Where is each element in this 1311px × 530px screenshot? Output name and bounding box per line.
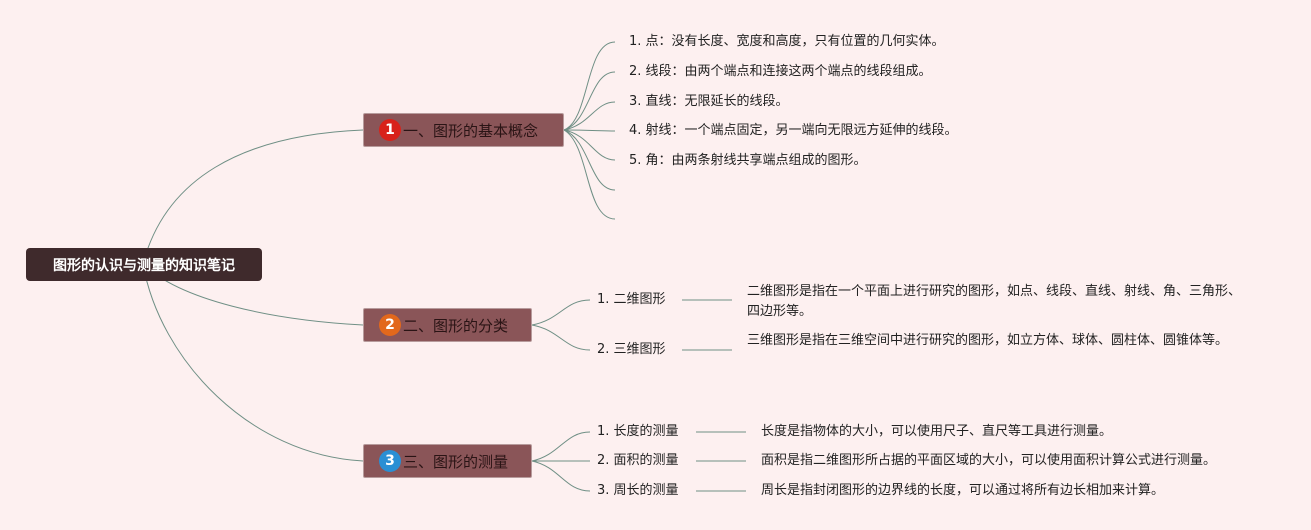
connector-b1-item-5	[563, 129, 616, 161]
detail-length-measurement[interactable]: 长度是指物体的大小，可以使用尺子、直尺等工具进行测量。	[761, 424, 1113, 439]
leaf-perimeter-measurement[interactable]: 3. 周长的测量	[597, 483, 679, 498]
leaf-ray[interactable]: 4. 射线：一个端点固定，另一端向无限远方延伸的线段。	[629, 123, 958, 138]
leaf-area-measurement[interactable]: 2. 面积的测量	[597, 453, 679, 468]
leaf-line[interactable]: 3. 直线：无限延长的线段。	[629, 94, 789, 109]
connector-b1-item-3	[563, 101, 616, 131]
branch-basic-concepts[interactable]: 1 一、图形的基本概念	[363, 113, 564, 147]
connector-b1-item-2	[563, 71, 616, 131]
leaf-segment[interactable]: 2. 线段：由两个端点和连接这两个端点的线段组成。	[629, 64, 932, 79]
branch-label: 二、图形的分类	[403, 316, 509, 335]
detail-3d-shapes[interactable]: 三维图形是指在三维空间中进行研究的图形，如立方体、球体、圆柱体、圆锥体等。	[747, 333, 1229, 348]
branch-label: 三、图形的测量	[403, 452, 509, 471]
branch-label: 一、图形的基本概念	[403, 121, 539, 140]
connector-b1-item-4	[563, 129, 616, 132]
connector-b3-item-3	[531, 460, 591, 492]
connector-b2-item-1	[531, 299, 591, 326]
number-badge-3: 3	[379, 450, 401, 472]
detail-perimeter-measurement[interactable]: 周长是指封闭图形的边界线的长度，可以通过将所有边长相加来计算。	[761, 483, 1165, 498]
connector-root-branch-1	[142, 129, 364, 265]
connector-b1-item-7	[563, 129, 616, 220]
connector-b1-item-1	[563, 41, 616, 131]
leaf-2d-shapes[interactable]: 1. 二维图形	[597, 292, 666, 307]
branch-classification[interactable]: 2 二、图形的分类	[363, 308, 532, 342]
detail-2d-shapes[interactable]: 二维图形是指在一个平面上进行研究的图形，如点、线段、直线、射线、角、三角形、四边…	[747, 284, 1242, 319]
leaf-point[interactable]: 1. 点：没有长度、宽度和高度，只有位置的几何实体。	[629, 34, 945, 49]
connector-root-branch-3	[142, 263, 364, 462]
number-badge-2: 2	[379, 314, 401, 336]
connector-b3-item-1	[531, 431, 591, 462]
leaf-angle[interactable]: 5. 角：由两条射线共享端点组成的图形。	[629, 153, 867, 168]
number-badge-1: 1	[379, 119, 401, 141]
root-topic[interactable]: 图形的认识与测量的知识笔记	[26, 248, 262, 281]
connector-b1-item-6	[563, 129, 616, 191]
leaf-3d-shapes[interactable]: 2. 三维图形	[597, 342, 666, 357]
leaf-length-measurement[interactable]: 1. 长度的测量	[597, 424, 679, 439]
detail-area-measurement[interactable]: 面积是指二维图形所占据的平面区域的大小，可以使用面积计算公式进行测量。	[761, 453, 1217, 468]
connector-b2-item-2	[531, 324, 591, 351]
branch-measurement[interactable]: 3 三、图形的测量	[363, 444, 532, 478]
